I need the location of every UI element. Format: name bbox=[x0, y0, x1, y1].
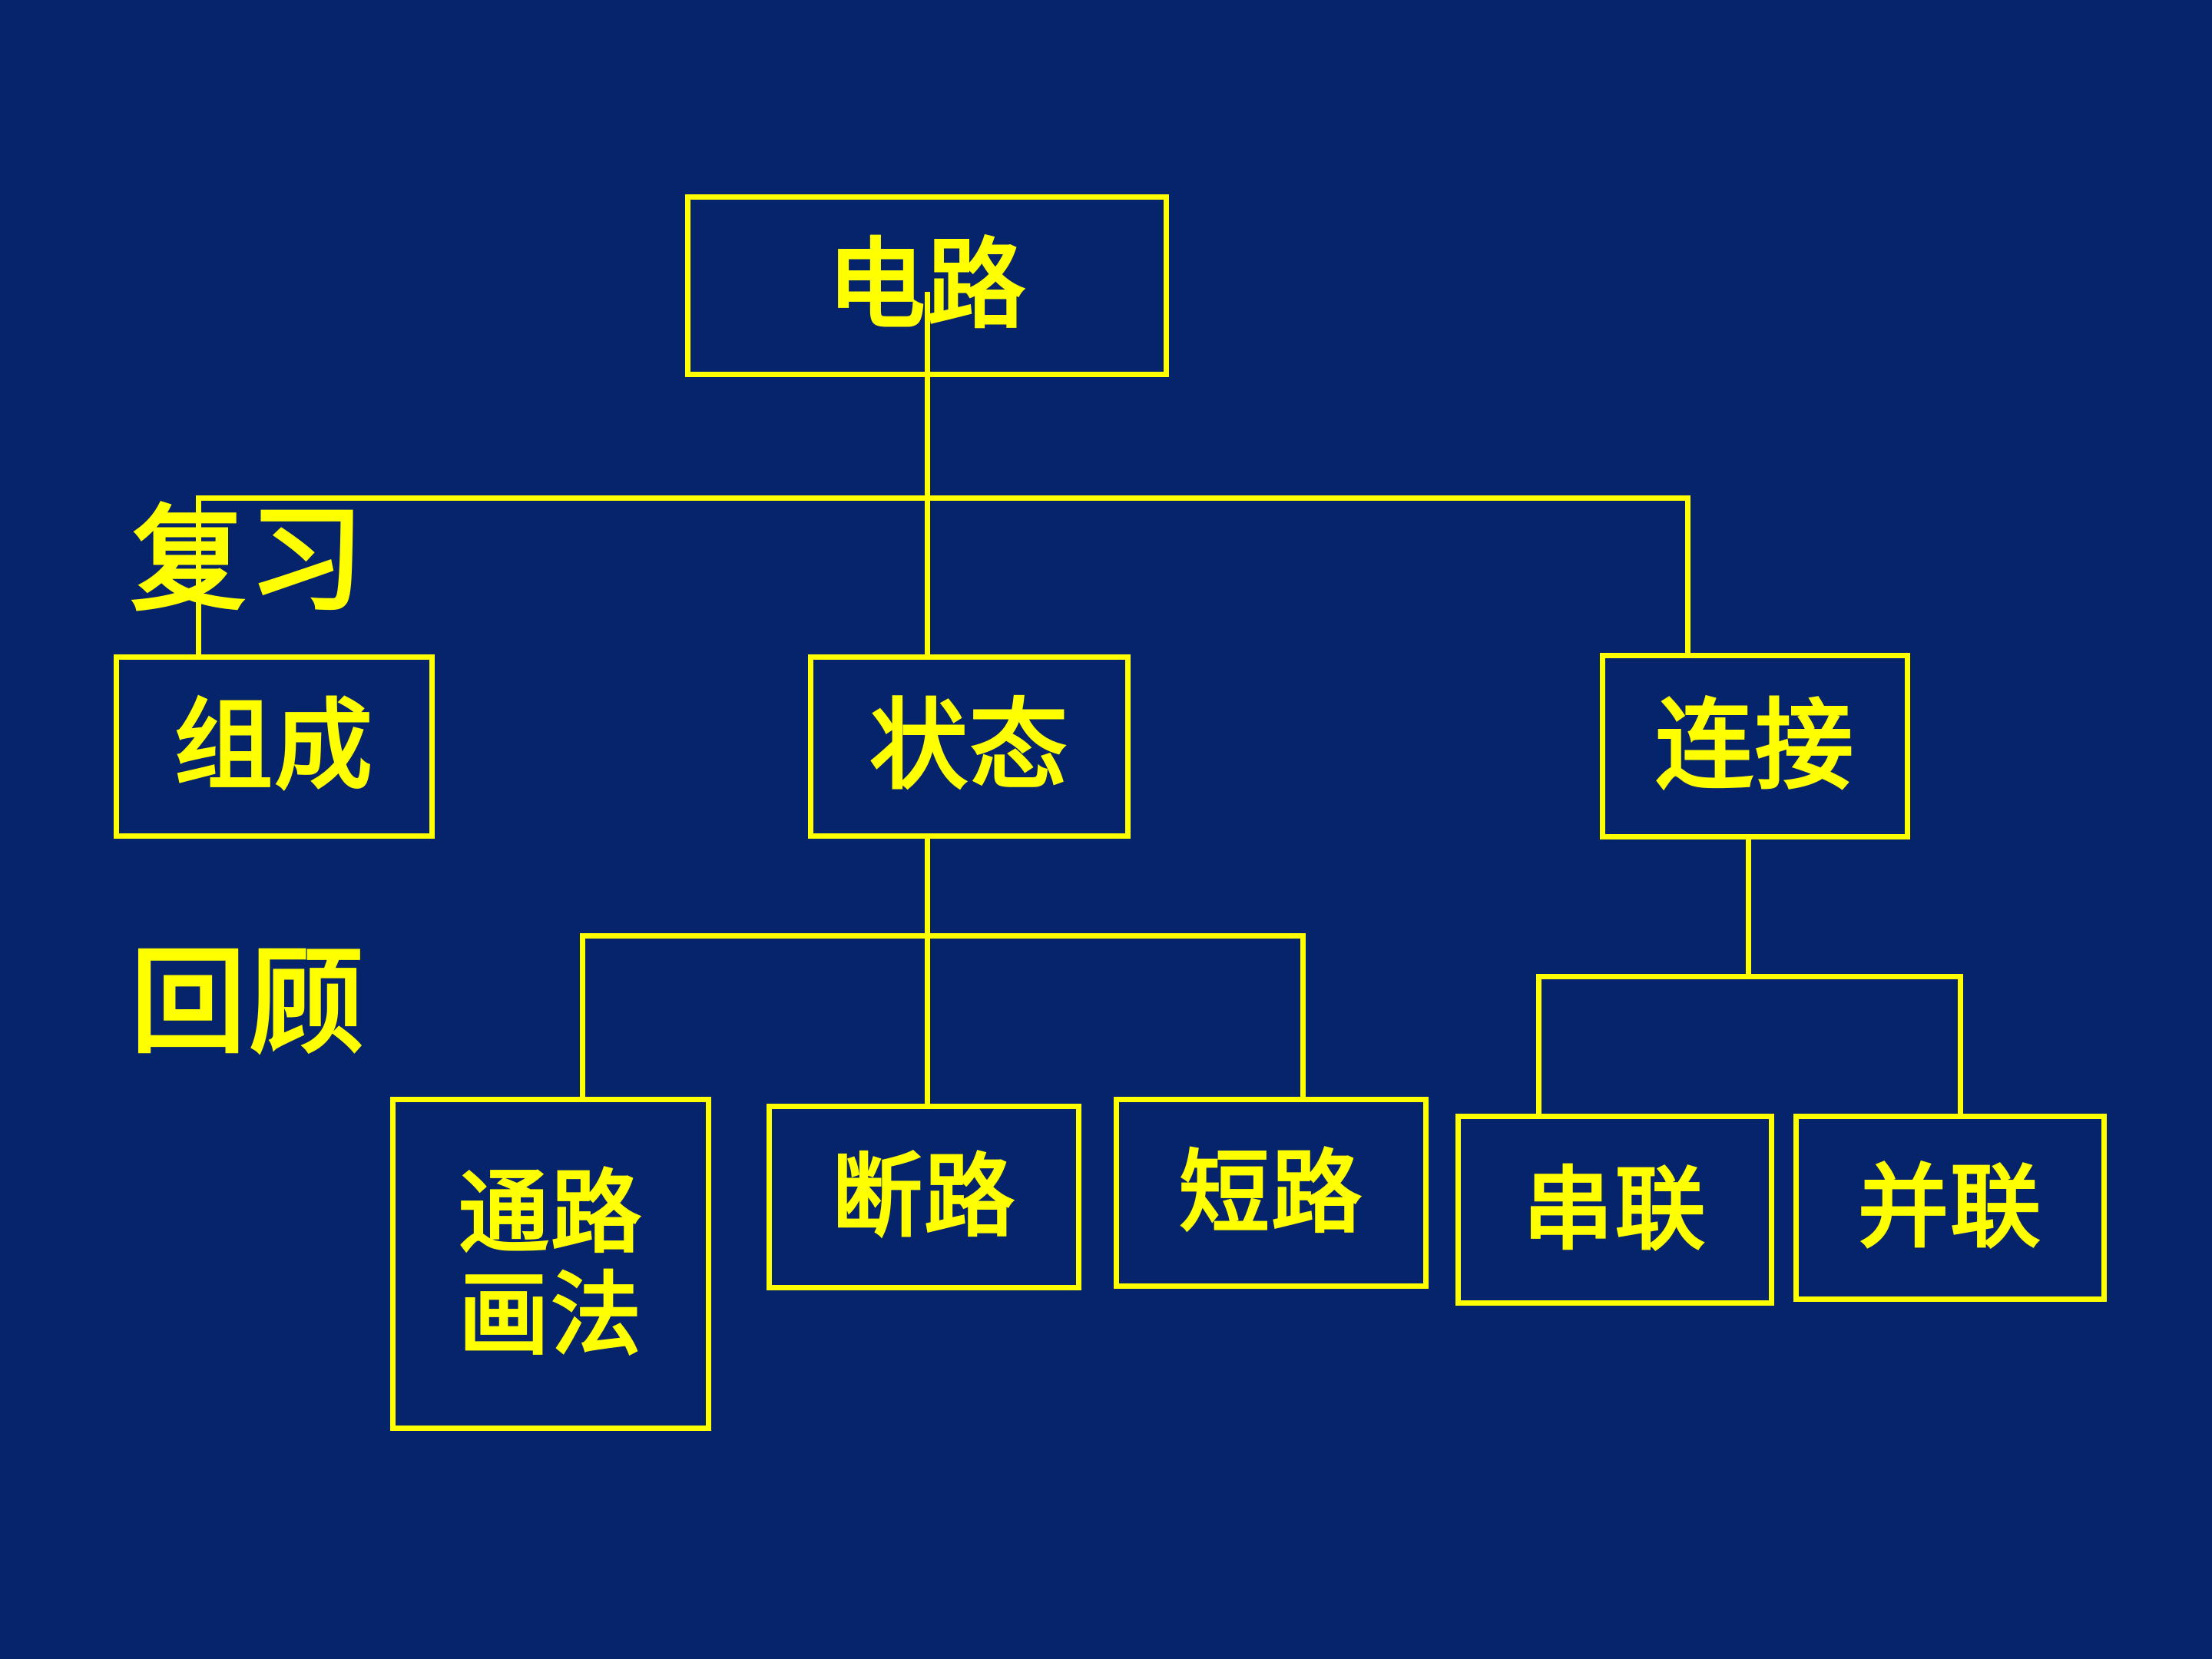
connector-drop-connect bbox=[1685, 495, 1690, 657]
connector-drop-parallel bbox=[1958, 974, 1963, 1117]
connector-connect-stem bbox=[1746, 839, 1751, 978]
connector-level1-bus bbox=[196, 495, 1690, 501]
node-circuit[interactable]: 电路 bbox=[685, 194, 1169, 377]
node-parallel-connection[interactable]: 并联 bbox=[1793, 1114, 2107, 1302]
node-short-circuit[interactable]: 短路 bbox=[1114, 1097, 1429, 1289]
connector-state-stem bbox=[925, 839, 930, 1108]
connector-connect-bus bbox=[1536, 974, 1963, 979]
node-series-connection[interactable]: 串联 bbox=[1455, 1114, 1774, 1306]
connector-drop-series bbox=[1536, 974, 1541, 1117]
node-composition[interactable]: 组成 bbox=[114, 654, 435, 839]
node-state[interactable]: 状态 bbox=[808, 654, 1131, 839]
connector-drop-closed bbox=[580, 933, 585, 1099]
node-closed-circuit-drawing[interactable]: 通路 画法 bbox=[390, 1097, 711, 1431]
connector-root-stem bbox=[925, 292, 930, 654]
connector-drop-compose bbox=[196, 495, 201, 657]
page-title-line-2: 回顾 bbox=[131, 936, 368, 1070]
page-title: 复习 回顾 bbox=[131, 192, 367, 1372]
node-connection[interactable]: 连接 bbox=[1600, 653, 1910, 839]
connector-state-bus bbox=[580, 933, 1306, 939]
node-open-circuit[interactable]: 断路 bbox=[767, 1104, 1081, 1290]
connector-drop-short bbox=[1300, 933, 1306, 1099]
page-title-line-1: 复习 bbox=[131, 494, 368, 628]
